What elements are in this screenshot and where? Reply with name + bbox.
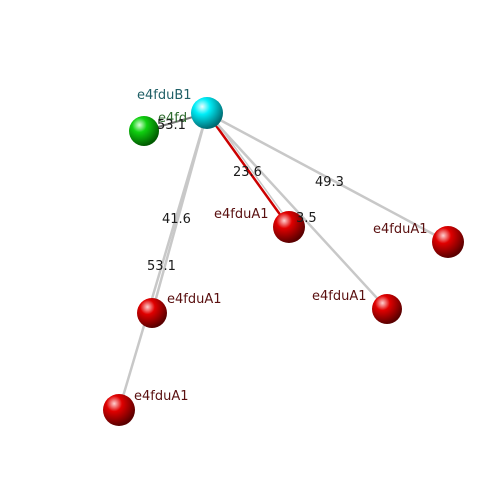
bond-center-red5 (117, 112, 209, 411)
bond-center-red3 (206, 112, 388, 310)
atom-label-red-1: e4fduA1 (214, 207, 269, 222)
bonds (117, 111, 449, 411)
distance-label-red2: 49.3 (315, 175, 344, 190)
atom-label-red-5: e4fduA1 (134, 389, 189, 404)
distance-label-red1: 23.6 (233, 165, 262, 180)
bond-center-red1 (205, 112, 291, 228)
atom-red-4[interactable] (137, 298, 167, 328)
atom-label-red-4: e4fduA1 (167, 292, 222, 307)
atom-label-center: e4fduB1 (137, 88, 192, 103)
atom-green[interactable] (129, 116, 159, 146)
atom-red-5[interactable] (103, 394, 135, 426)
atom-center[interactable] (191, 97, 223, 129)
distance-label-red4: 41.6 (162, 212, 191, 227)
atom-red-2[interactable] (432, 226, 464, 258)
distance-label-red5: 53.1 (147, 259, 176, 274)
distance-label-green: 53.1 (157, 118, 186, 133)
atom-red-3[interactable] (372, 294, 402, 324)
atom-label-red-2: e4fduA1 (373, 222, 428, 237)
atom-red-1[interactable] (273, 211, 305, 243)
distance-label-red1-b: 3.5 (296, 211, 317, 226)
atom-label-green: e4fd (158, 111, 187, 126)
atom-label-red-3: e4fduA1 (312, 289, 367, 304)
bond-center-red2 (206, 111, 449, 244)
